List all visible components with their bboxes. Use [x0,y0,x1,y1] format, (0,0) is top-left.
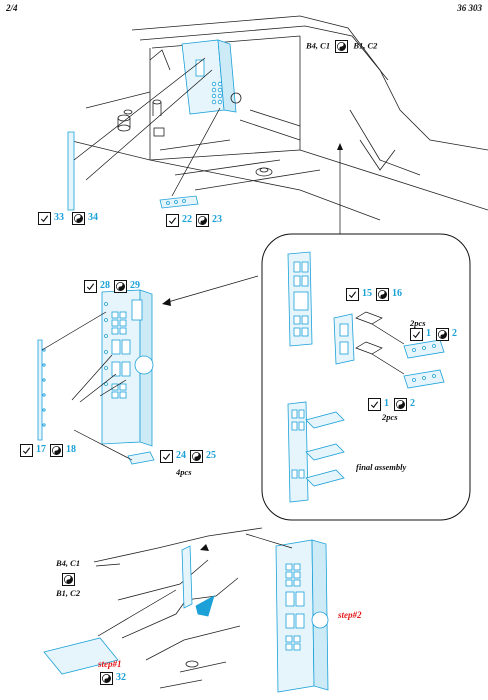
part-number: 29 [130,280,140,291]
step2-label: step#2 [338,610,362,620]
checkmark-icon [346,288,359,301]
catalog-number: 36 303 [457,3,482,13]
final-assembly-caption: final assembly [356,462,407,472]
part-number: 18 [66,444,76,455]
checkmark-icon [20,444,33,457]
checkmark-icon [160,450,173,463]
yin-yang-icon [114,280,127,293]
part-number: 1 [426,328,431,339]
top-knob [230,92,242,104]
yin-yang-icon [335,40,349,53]
part-number: 34 [88,212,98,223]
part-number: 1 [384,398,389,409]
middle-leader-lines [41,275,259,461]
inset-frame [261,233,471,521]
middle-bracket-part [127,451,155,465]
inset-brackets [403,339,445,389]
bottom-inserted-part [181,545,215,617]
yin-yang-icon [100,672,113,685]
top-label: B4, C1 B1, C2 [306,40,377,53]
top-strip-part [67,131,75,211]
yin-yang-icon [436,328,449,341]
inset-final-assembly-drawing [287,401,345,503]
bottom-step2-holes [285,563,305,651]
checkmark-icon [410,328,423,341]
bottom-hull-drawing [93,527,263,689]
part-number: 33 [54,212,64,223]
checkmark-icon [38,212,51,225]
middle-arrowhead [162,298,171,306]
bottom-label: B4, C1 [56,558,81,568]
top-panel-holes [195,59,223,105]
piece-count: 4pcs [176,467,192,477]
middle-strip-part [37,339,46,441]
yin-yang-icon [394,398,407,411]
top-arrowhead [337,143,343,150]
top-label-text: B4, C1 [306,40,331,51]
bottom-arrowhead [200,544,209,551]
part-number: 24 [176,450,186,461]
part-number: 17 [36,444,46,455]
part-number: 16 [392,288,402,299]
top-label-alt: B1, C2 [353,40,378,51]
part-number: 28 [100,280,110,291]
top-leader-lines [73,57,341,234]
top-panel-part [181,39,237,115]
top-bracket-part [159,195,199,209]
part-number: 32 [116,672,126,683]
part-number: 15 [362,288,372,299]
bottom-step2-panel [275,539,329,693]
middle-panel-part [101,289,154,447]
page-number: 2/4 [6,3,18,13]
part-number: 22 [182,214,192,225]
yin-yang-icon [50,444,63,457]
part-number: 2 [452,328,457,339]
inset-callouts [355,311,405,375]
yin-yang-icon [62,573,75,586]
step1-label: step#1 [98,659,122,669]
inset-frame-part [333,313,355,365]
part-number: 25 [206,450,216,461]
checkmark-icon [368,398,381,411]
checkmark-icon [84,280,97,293]
part-number: 23 [212,214,222,225]
bottom-label-alt: B1, C2 [56,588,81,598]
inset-panel-top [287,251,313,347]
bottom-step1-plate [43,637,119,675]
yin-yang-icon [190,450,203,463]
yin-yang-icon [196,214,209,227]
piece-count: 2pcs [410,318,426,328]
yin-yang-icon [376,288,389,301]
top-hull-drawing [67,15,488,221]
checkmark-icon [166,214,179,227]
piece-count: 2pcs [382,412,398,422]
yin-yang-icon [72,212,85,225]
part-number: 2 [410,398,415,409]
bottom-leader-lines [95,533,293,637]
